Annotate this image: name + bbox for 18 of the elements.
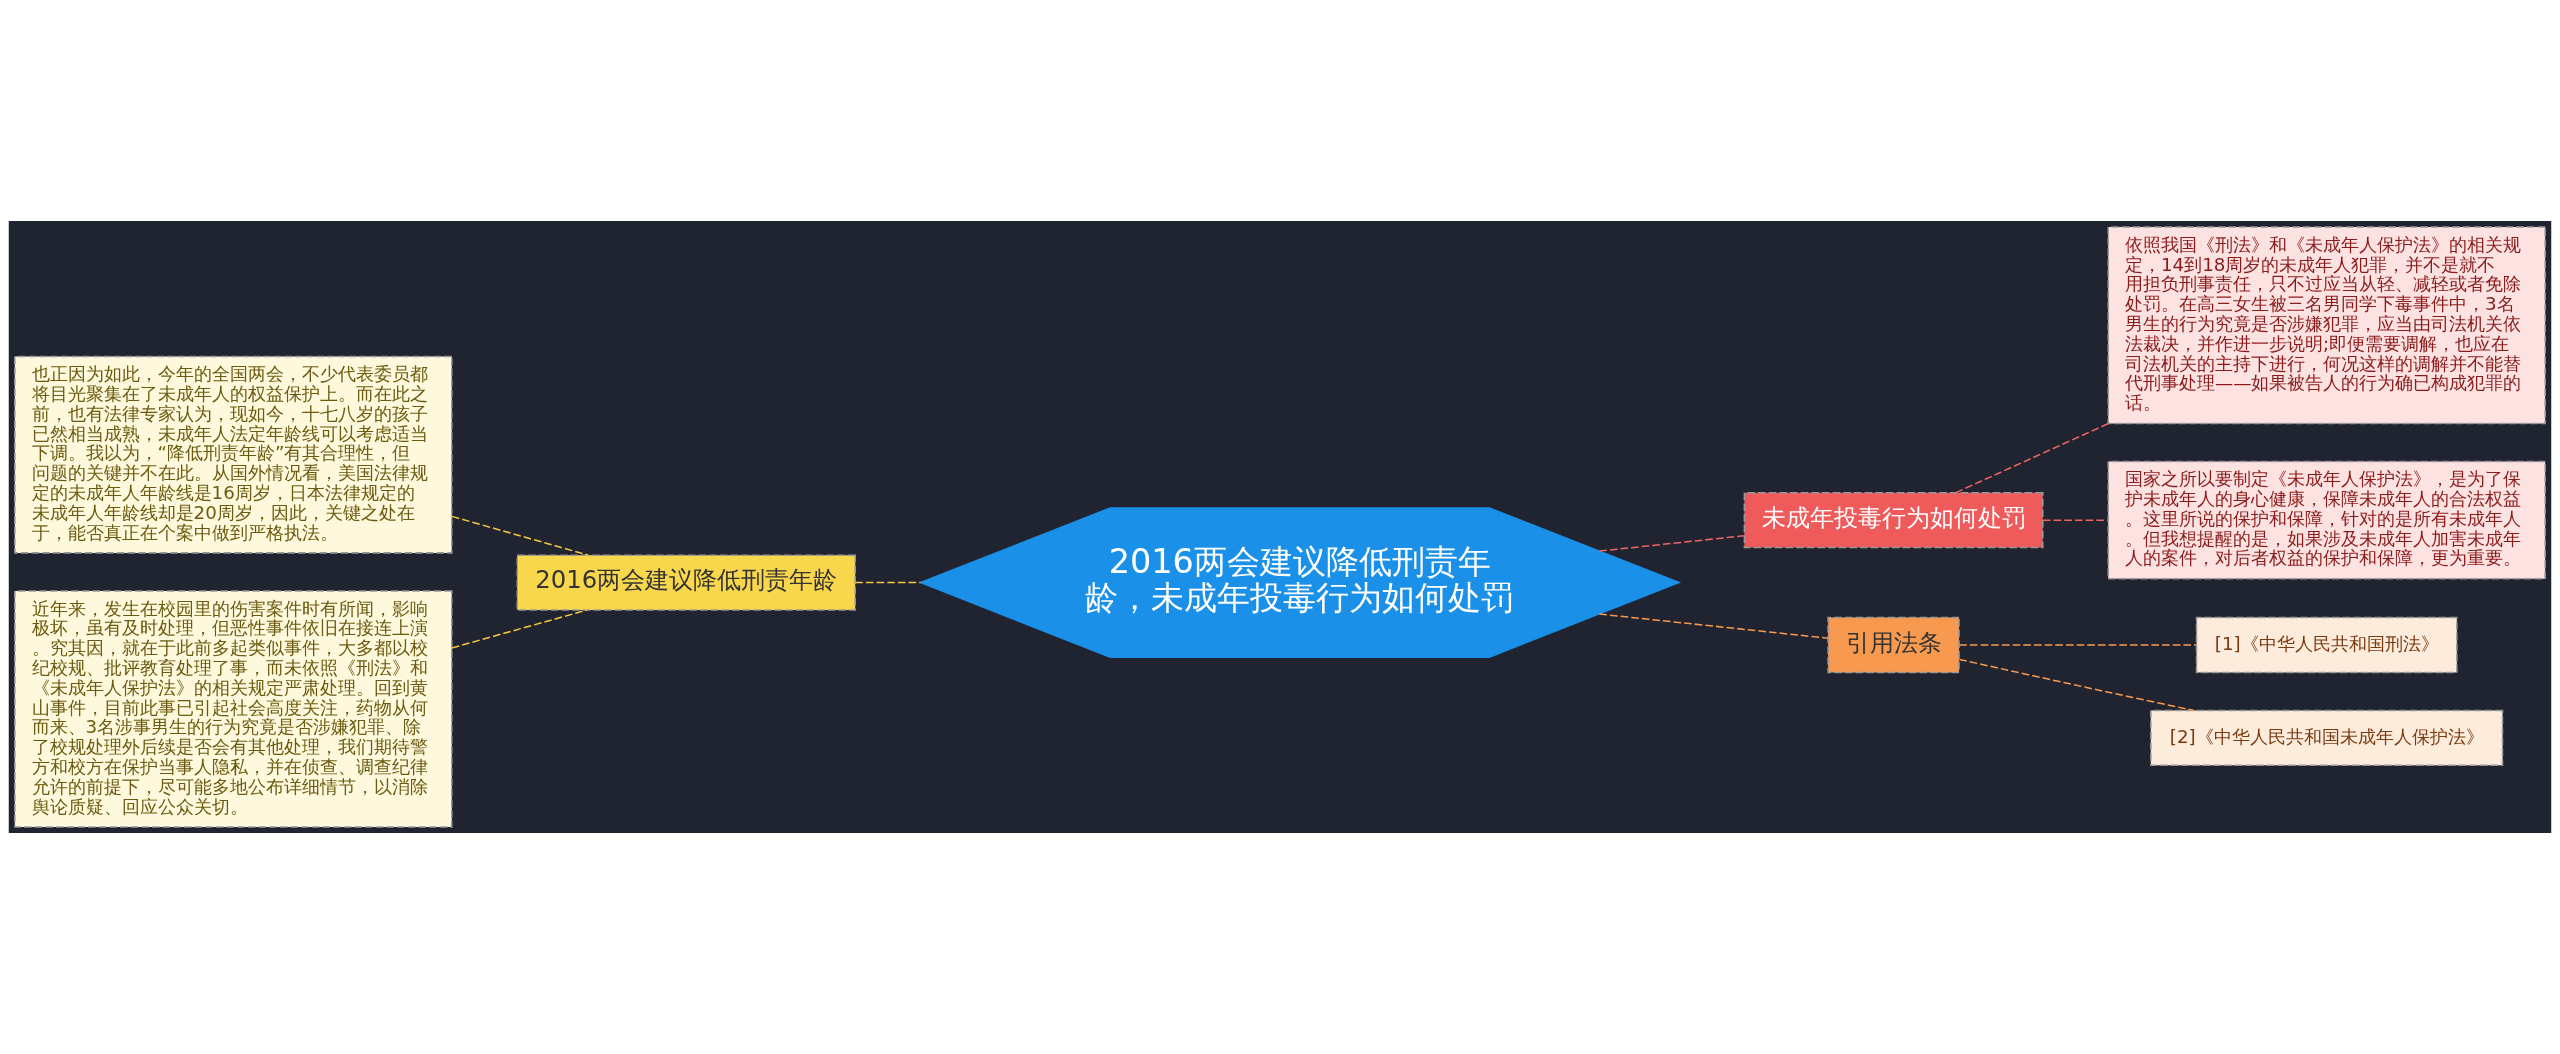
connector — [1958, 644, 2197, 646]
node-box: 近年来，发生在校园里的伤害案件时有所闻，影响极坏，虽有及时处理，但恶性事件依旧在接连上演。究其因，就在于此前多起类似事件，大多都以校纪校规、批评教育处理了事，而未依照《刑法》和《未成年人保护法》的相关规定严肃处理。回到黄山事件，目前此事已引起社会高度关注，药物从何而来、3名涉事男生的行为究竟是否涉嫌犯罪、除了校规处理外后续是否会有其他处理，我们期待警方和校方在保护当事人隐私，并在侦查、调查纪律允许的前提下，尽可能多地公布详细情节，以消除舆论质疑、回应公众关切。 — [14, 590, 453, 828]
connector — [2042, 519, 2109, 521]
connector — [854, 581, 922, 584]
node-box: 国家之所以要制定《未成年人保护法》，是为了保护未成年人的身心健康，保障未成年人的合法权益。这里所说的保护和保障，针对的是所有未成年人。但我想提醒的是，如果涉及未成年人加害未成年人的案件，对后者权益的保护和保障，更为重要。 — [2107, 460, 2546, 580]
connector — [1598, 535, 1745, 552]
node-box: 未成年投毒行为如何处罚 — [1743, 492, 2044, 549]
node-box: [1]《中华人民共和国刑法》 — [2195, 616, 2458, 674]
connector — [451, 609, 588, 649]
connector — [1958, 658, 2195, 712]
node-box: 也正因为如此，今年的全国两会，不少代表委员都将目光聚集在了未成年人的权益保护上。而在此之前，也有法律专家认为，现如今，十七八岁的孩子已然相当成熟，未成年人法定年龄线可以考虑适当下调。我以为，“降低刑责年龄”有其合理性，但问题的关键并不在此。从国外情况看，美国法律规定的未成年人年龄线是16周岁，日本法律规定的未成年人年龄线却是20周岁，因此，关键之处在于，能否真正在个案中做到严格执法。 — [14, 355, 453, 554]
node-box: [2]《中华人民共和国未成年人保护法》 — [2150, 709, 2504, 766]
node-box: 引用法条 — [1827, 616, 1960, 674]
node-box: 依照我国《刑法》和《未成年人保护法》的相关规定，14到18周岁的未成年人犯罪，并不是就不用担负刑事责任，只不过应当从轻、减轻或者免除处罚。在高三女生被三名男同学下毒事件中，3名男生的行为究竟是否涉嫌犯罪，应当由司法机关依法裁决，并作进一步说明;即便需要调解，也应在司法机关的主持下进行，何况这样的调解并不能替代刑事处理——如果被告人的行为确已构成犯罪的话。 — [2107, 226, 2546, 425]
connector — [1598, 613, 1829, 639]
node-box: 2016两会建议降低刑责年龄 — [516, 554, 856, 611]
connector — [1955, 422, 2110, 494]
connector — [451, 515, 589, 556]
